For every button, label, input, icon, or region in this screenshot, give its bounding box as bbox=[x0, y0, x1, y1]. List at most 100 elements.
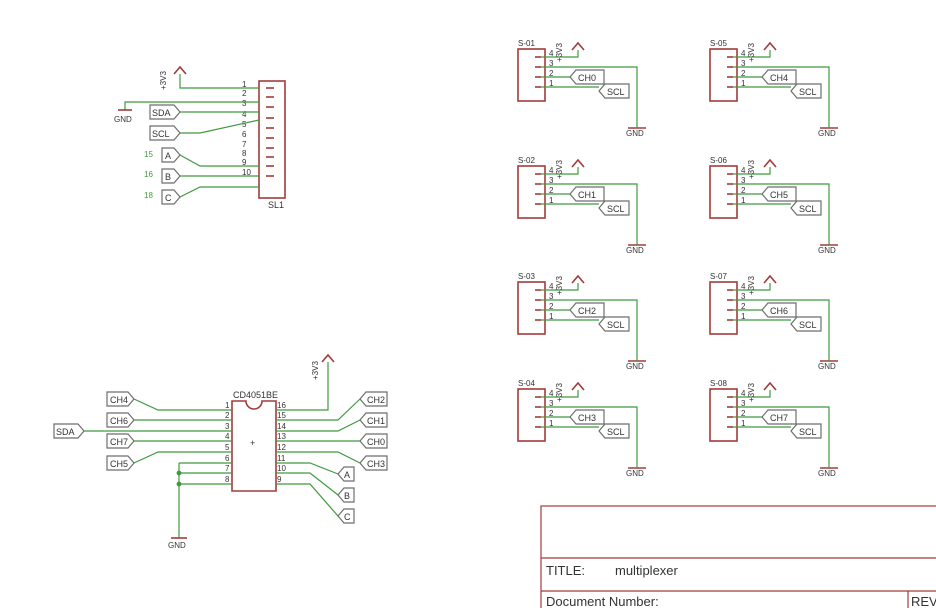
title-value: multiplexer bbox=[615, 563, 679, 578]
ic-left-pin: 3 bbox=[225, 422, 230, 431]
sensor-gnd-label: GND bbox=[626, 246, 644, 255]
sensor-name: S-04 bbox=[518, 379, 535, 388]
ic-body bbox=[231, 400, 277, 492]
ic-left-pin: 5 bbox=[225, 443, 230, 452]
sensor-ch-text: CH4 bbox=[770, 73, 788, 83]
sl1-scl-text: SCL bbox=[152, 129, 170, 139]
sl1-sda-text: SDA bbox=[152, 108, 171, 118]
ic-ch1-flag bbox=[359, 412, 388, 428]
sl1-a-text: A bbox=[165, 151, 171, 161]
ic-wires bbox=[84, 362, 361, 538]
sensor-pin-number: 1 bbox=[549, 79, 554, 88]
sensor-scl-flag bbox=[790, 83, 822, 99]
rev-label: REV: bbox=[911, 594, 936, 608]
sl1-pin-number: 8 bbox=[242, 149, 247, 158]
sensor-3v3-label: +3V3 bbox=[747, 383, 756, 402]
power-arrow-icon bbox=[571, 274, 585, 284]
sensor-pin-number: 2 bbox=[549, 409, 554, 418]
sl1-pin-number: 9 bbox=[242, 158, 247, 167]
title-block-frame bbox=[540, 505, 936, 608]
sensor-body bbox=[709, 165, 738, 219]
sensor-ch-text: CH1 bbox=[578, 190, 596, 200]
sensor-pin-number: 1 bbox=[741, 419, 746, 428]
ic-3v3-label: +3V3 bbox=[311, 361, 320, 380]
ic-left-pin: 8 bbox=[225, 475, 230, 484]
power-arrow-icon bbox=[763, 274, 777, 284]
sensor-name: S-06 bbox=[710, 156, 727, 165]
sl1-name: SL1 bbox=[268, 200, 284, 210]
ic-right-pin: 14 bbox=[277, 422, 286, 431]
ic-ch1-text: CH1 bbox=[367, 416, 385, 426]
sensor-pin-number: 3 bbox=[741, 399, 746, 408]
sensor-scl-text: SCL bbox=[607, 87, 625, 97]
sl1-pin-number: 4 bbox=[242, 110, 247, 119]
sensor-ch-flag bbox=[569, 186, 605, 202]
sensor-pin-number: 1 bbox=[741, 79, 746, 88]
sensor-3v3-label: +3V3 bbox=[555, 276, 564, 295]
ic-ch6-text: CH6 bbox=[110, 416, 128, 426]
sensor-pin-number: 3 bbox=[741, 176, 746, 185]
ic-ch0-text: CH0 bbox=[367, 437, 385, 447]
sl1-sda-flag bbox=[149, 104, 181, 120]
sensor-body bbox=[709, 281, 738, 335]
sensor-ch-flag bbox=[569, 302, 605, 318]
sensor-ch-text: CH3 bbox=[578, 413, 596, 423]
ic-left-pin: 1 bbox=[225, 401, 230, 410]
ic-a-text: A bbox=[344, 470, 350, 480]
sl1-pin-marks bbox=[266, 87, 274, 177]
sensor-pin-number: 4 bbox=[741, 166, 746, 175]
sl1-power: +3V3 GND bbox=[114, 65, 187, 124]
ic-ch2-flag bbox=[359, 391, 388, 407]
ic-c-flag bbox=[337, 508, 355, 524]
sensor-scl-text: SCL bbox=[607, 204, 625, 214]
sl1-c-flag bbox=[161, 189, 181, 205]
sensor-scl-text: SCL bbox=[799, 320, 817, 330]
sensor-pin-number: 4 bbox=[549, 49, 554, 58]
sensor-gnd-label: GND bbox=[626, 362, 644, 371]
sensor-pin-number: 4 bbox=[741, 389, 746, 398]
ic-sda-flag bbox=[53, 423, 85, 439]
sl1-pin-number: 5 bbox=[242, 120, 247, 129]
ic-plus: + bbox=[250, 438, 255, 448]
power-arrow-icon bbox=[763, 158, 777, 168]
ic-ch4-flag bbox=[106, 391, 135, 407]
sensor-ch-text: CH5 bbox=[770, 190, 788, 200]
sensor-pin-number: 1 bbox=[741, 312, 746, 321]
sensor-pin-number: 2 bbox=[549, 186, 554, 195]
sensor-scl-flag bbox=[598, 200, 630, 216]
sl1-c-text: C bbox=[165, 193, 172, 203]
ic-ch3-text: CH3 bbox=[367, 459, 385, 469]
sl1-scl-flag bbox=[149, 125, 181, 141]
sensor-3v3-label: +3V3 bbox=[747, 43, 756, 62]
sensor-pin-number: 2 bbox=[741, 409, 746, 418]
sensor-pin-number: 1 bbox=[549, 312, 554, 321]
sensor-pin-number: 2 bbox=[741, 186, 746, 195]
sl1-a-flag bbox=[161, 147, 181, 163]
sensor-pin-number: 4 bbox=[549, 282, 554, 291]
sensor-gnd-label: GND bbox=[818, 362, 836, 371]
sensor-ch-flag bbox=[761, 186, 797, 202]
sensor-body bbox=[517, 165, 546, 219]
sensor-pin-number: 3 bbox=[741, 292, 746, 301]
sensor-body bbox=[517, 281, 546, 335]
sensor-gnd-label: GND bbox=[818, 246, 836, 255]
ic-right-pin: 13 bbox=[277, 432, 286, 441]
sensor-scl-text: SCL bbox=[799, 204, 817, 214]
sl1-num-15: 15 bbox=[144, 150, 153, 159]
sl1-b-text: B bbox=[165, 172, 171, 182]
ic-ch7-flag bbox=[106, 433, 135, 449]
ic-ch0-flag bbox=[359, 433, 388, 449]
power-arrow-icon bbox=[173, 65, 187, 75]
sensor-pin-number: 4 bbox=[549, 166, 554, 175]
